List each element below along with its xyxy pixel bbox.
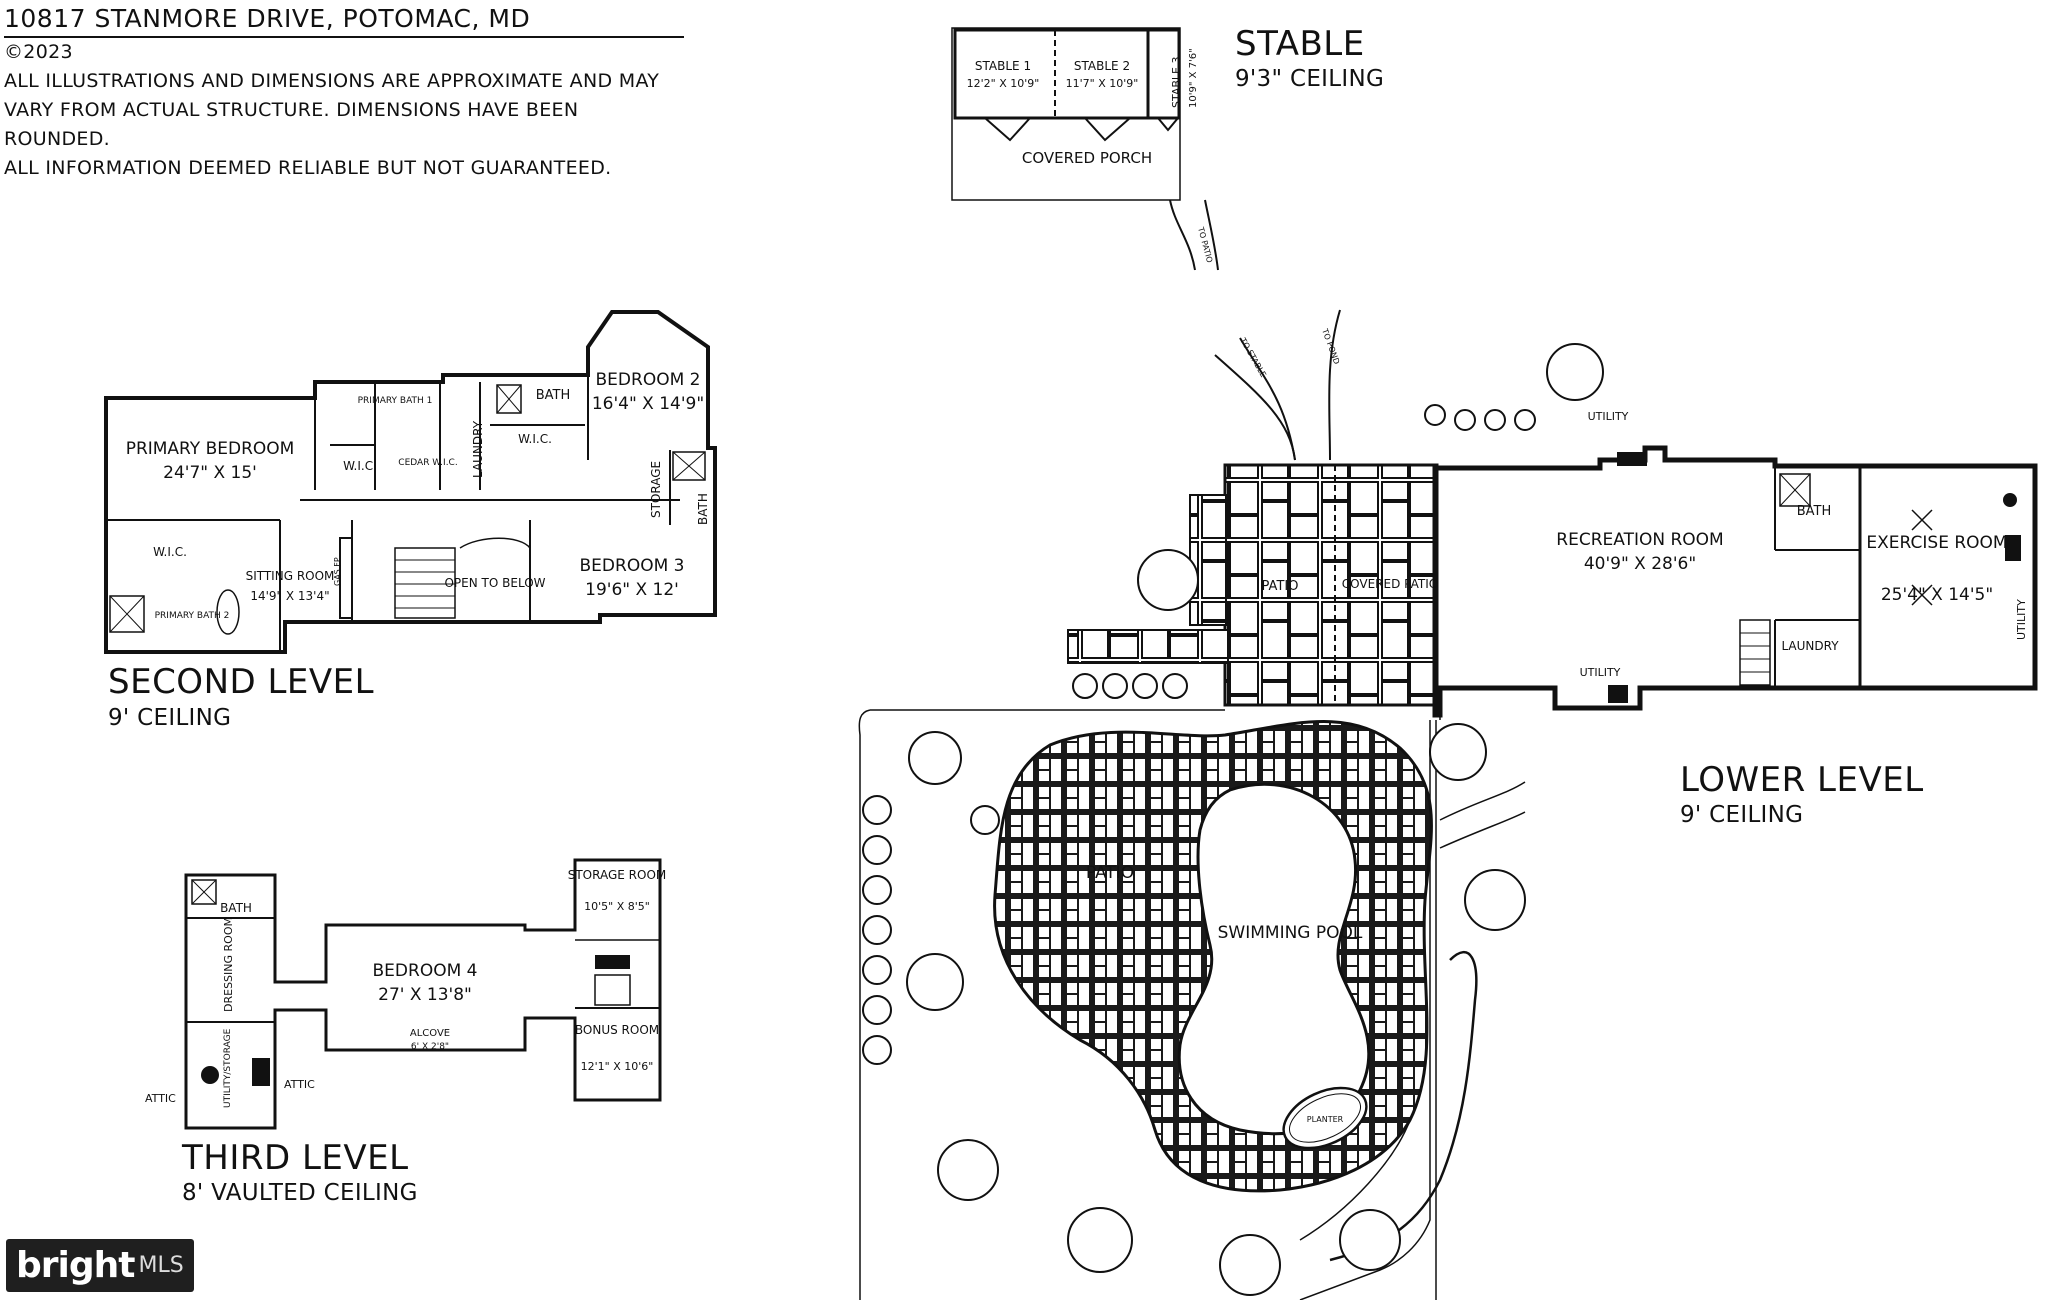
header-block: 10817 STANMORE DRIVE, POTOMAC, MD ©2023 …	[4, 4, 684, 183]
utility-storage-label: UTILITY/STORAGE	[223, 1028, 233, 1108]
stable3-dims: 10'9" X 7'6"	[1188, 48, 1199, 108]
bonus-room-dims: 12'1" X 10'6"	[581, 1060, 654, 1073]
patio-label: PATIO	[1262, 579, 1299, 594]
exercise-room-label: EXERCISE ROOM	[1866, 533, 2007, 553]
alcove-label: ALCOVE	[410, 1028, 450, 1039]
alcove-dims: 6' X 2'8"	[411, 1042, 449, 1052]
third-level-title: THIRD LEVEL	[182, 1138, 409, 1178]
lower-level-plan	[858, 309, 2038, 1300]
bath-label: BATH	[696, 493, 710, 525]
primary-bedroom-label: PRIMARY BEDROOM	[126, 439, 295, 459]
wic-label: W.I.C.	[518, 432, 552, 446]
watermark-brand: bright	[16, 1245, 135, 1286]
third-level-ceiling: 8' VAULTED CEILING	[182, 1180, 418, 1206]
disclaimer-line: ALL INFORMATION DEEMED RELIABLE BUT NOT …	[4, 157, 612, 179]
disclaimer-line: ALL ILLUSTRATIONS AND DIMENSIONS ARE APP…	[4, 70, 660, 92]
bath-label: BATH	[536, 388, 571, 403]
covered-patio-label: COVERED PATIO	[1342, 577, 1438, 591]
mls-watermark: bright MLS	[6, 1239, 194, 1292]
primary-bath2-label: PRIMARY BATH 2	[155, 611, 230, 621]
watermark-suffix: MLS	[138, 1253, 184, 1278]
property-address: 10817 STANMORE DRIVE, POTOMAC, MD	[4, 4, 684, 38]
second-level-plan	[104, 310, 717, 654]
bedroom3-label: BEDROOM 3	[580, 556, 685, 576]
gas-fp-label: GAS FP	[333, 557, 342, 586]
second-level-title: SECOND LEVEL	[108, 662, 375, 702]
storage-room-label: STORAGE ROOM	[568, 868, 667, 882]
lower-level-title: LOWER LEVEL	[1680, 760, 1924, 800]
wic-label: W.I.C.	[153, 545, 187, 559]
third-level-plan	[184, 858, 662, 1130]
cedar-wic-label: CEDAR W.I.C.	[398, 458, 457, 468]
bonus-room-label: BONUS ROOM	[575, 1023, 659, 1037]
stable1-label: STABLE 1	[975, 59, 1031, 73]
bath-label: BATH	[220, 901, 252, 915]
recreation-room-label: RECREATION ROOM	[1556, 530, 1723, 550]
storage-label: STORAGE	[649, 461, 663, 518]
wic-label: W.I.C.	[343, 459, 377, 473]
utility-label: UTILITY	[1580, 666, 1621, 679]
attic-label: ATTIC	[145, 1092, 176, 1105]
exercise-room-dims: 25'4" X 14'5"	[1881, 585, 1993, 605]
bedroom3-dims: 19'6" X 12'	[585, 580, 679, 600]
utility-label: UTILITY	[2015, 599, 2028, 640]
stable-title: STABLE	[1235, 24, 1365, 64]
recreation-room-dims: 40'9" X 28'6"	[1584, 554, 1696, 574]
dressing-room-label: DRESSING ROOM	[222, 917, 235, 1012]
attic-label: ATTIC	[284, 1078, 315, 1091]
laundry-label: LAUNDRY	[1781, 639, 1839, 653]
laundry-label: LAUNDRY	[471, 420, 485, 478]
stable3-label: STABLE 3	[1170, 57, 1183, 109]
swimming-pool-label: SWIMMING POOL	[1218, 923, 1363, 943]
storage-room-dims: 10'5" X 8'5"	[584, 900, 650, 913]
sitting-room-dims: 14'9" X 13'4"	[250, 589, 329, 603]
disclaimer-line: VARY FROM ACTUAL STRUCTURE. DIMENSIONS H…	[4, 99, 579, 150]
bedroom2-dims: 16'4" X 14'9"	[592, 394, 704, 414]
covered-porch-label: COVERED PORCH	[1022, 149, 1152, 167]
stable2-label: STABLE 2	[1074, 59, 1130, 73]
stable-plan	[951, 27, 1219, 271]
open-below-label: OPEN TO BELOW	[444, 576, 545, 590]
planter-label: PLANTER	[1307, 1115, 1344, 1124]
stable-ceiling: 9'3" CEILING	[1235, 66, 1385, 92]
landscape-trees	[862, 343, 1604, 1296]
utility-label: UTILITY	[1588, 410, 1629, 423]
bedroom4-dims: 27' X 13'8"	[378, 985, 472, 1005]
bath-label: BATH	[1797, 504, 1832, 519]
stable2-dims: 11'7" X 10'9"	[1066, 77, 1139, 90]
second-level-ceiling: 9' CEILING	[108, 705, 232, 731]
patio-label: PATIO	[1086, 863, 1134, 883]
copyright: ©2023	[4, 41, 73, 63]
bedroom4-label: BEDROOM 4	[373, 961, 478, 981]
primary-bedroom-dims: 24'7" X 15'	[163, 463, 257, 483]
bedroom2-label: BEDROOM 2	[596, 370, 701, 390]
primary-bath1-label: PRIMARY BATH 1	[358, 396, 433, 406]
to-stable-label: TO STABLE	[1238, 336, 1268, 379]
stable1-dims: 12'2" X 10'9"	[967, 77, 1040, 90]
sitting-room-label: SITTING ROOM	[246, 569, 335, 583]
lower-level-ceiling: 9' CEILING	[1680, 802, 1804, 828]
